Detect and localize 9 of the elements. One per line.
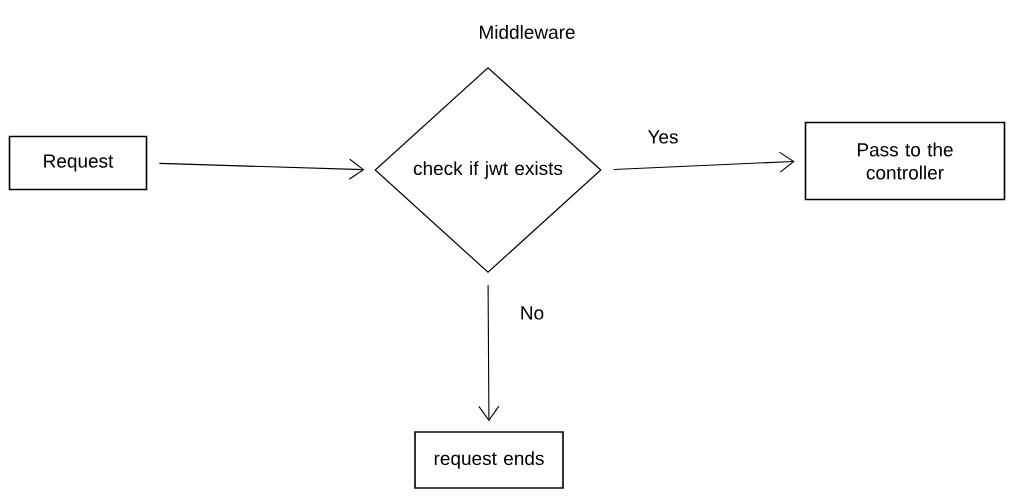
process-box: Pass to the controller [804, 121, 1006, 201]
arrow [613, 151, 795, 173]
process-box: request ends [414, 431, 564, 489]
arrow [478, 284, 500, 422]
diagram-title: Middleware [480, 25, 575, 39]
edge-label: Yes [645, 128, 681, 146]
arrow [158, 158, 365, 180]
edge-label: No [517, 304, 547, 322]
process-box: Request [8, 135, 148, 191]
